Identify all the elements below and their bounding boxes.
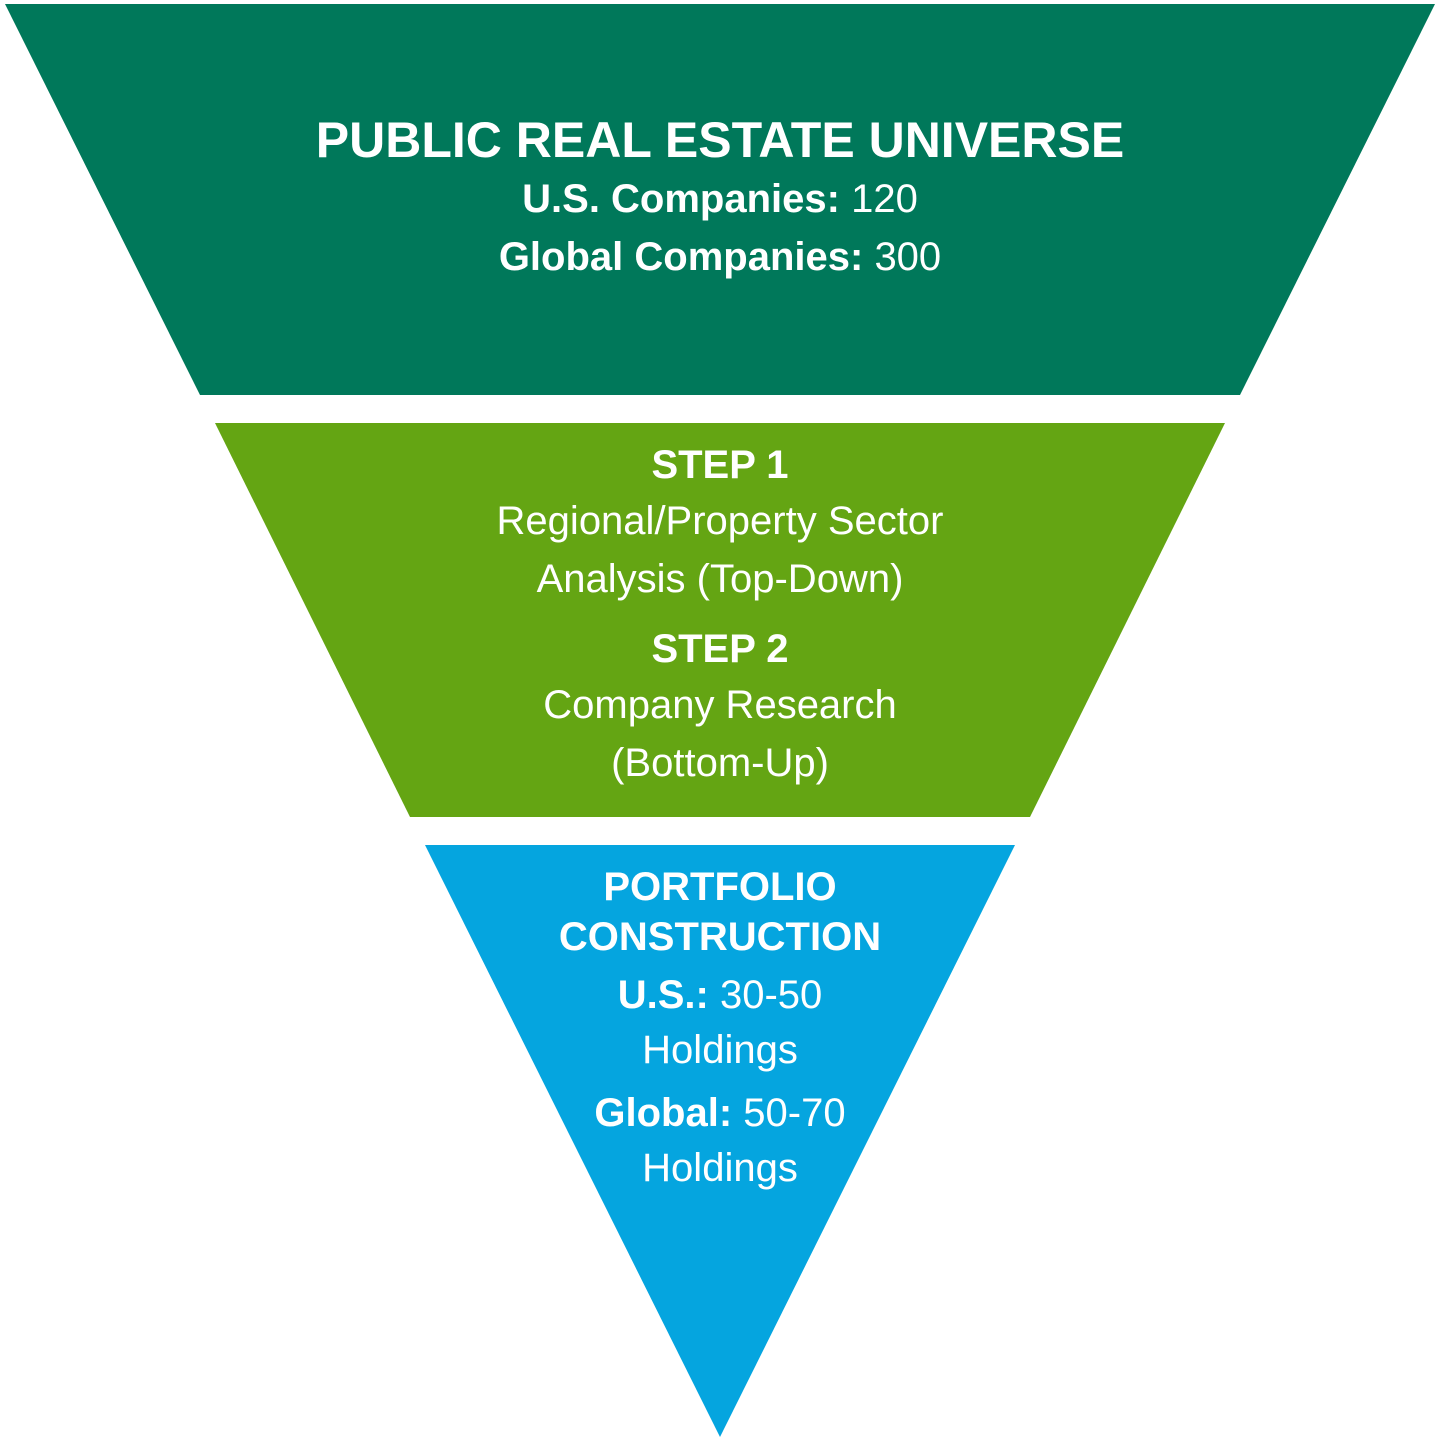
tier-portfolio: PORTFOLIO CONSTRUCTION U.S.: 30-50 Holdi… (0, 862, 1440, 1194)
us-holdings-value: 30-50 (719, 973, 823, 1017)
tier-universe: PUBLIC REAL ESTATE UNIVERSE U.S. Compani… (0, 110, 1440, 286)
step2-line1: Company Research (543, 683, 897, 727)
global-companies-row: Global Companies: 300 (0, 228, 1440, 286)
tier-universe-shape (5, 4, 1435, 395)
us-companies-row: U.S. Companies: 120 (0, 170, 1440, 228)
portfolio-title-line1: PORTFOLIO (603, 865, 837, 909)
step2-line2: (Bottom-Up) (611, 741, 829, 785)
tier-research: STEP 1 Regional/Property Sector Analysis… (0, 438, 1440, 792)
us-holdings-unit: Holdings (642, 1028, 798, 1072)
global-holdings-value: 50-70 (743, 1091, 846, 1135)
global-holdings-unit: Holdings (642, 1146, 798, 1190)
step1-title: STEP 1 (651, 443, 789, 487)
us-companies-label: U.S. Companies: (522, 177, 840, 221)
global-holdings-label: Global: (594, 1091, 733, 1135)
global-companies-label: Global Companies: (498, 235, 864, 279)
global-companies-value: 300 (874, 235, 942, 279)
step2-title: STEP 2 (651, 627, 789, 671)
step1-line2: Analysis (Top-Down) (536, 557, 904, 601)
tier-portfolio-shape (425, 845, 1015, 1437)
us-holdings-row: U.S.: 30-50 (0, 966, 1440, 1024)
step1-line1: Regional/Property Sector (496, 499, 944, 543)
portfolio-title-line2: CONSTRUCTION (558, 915, 882, 959)
tier-research-shape (215, 423, 1225, 817)
us-holdings-label: U.S.: (617, 973, 709, 1017)
universe-title: PUBLIC REAL ESTATE UNIVERSE (315, 112, 1125, 168)
global-holdings-row: Global: 50-70 (0, 1084, 1440, 1142)
us-companies-value: 120 (851, 177, 918, 221)
